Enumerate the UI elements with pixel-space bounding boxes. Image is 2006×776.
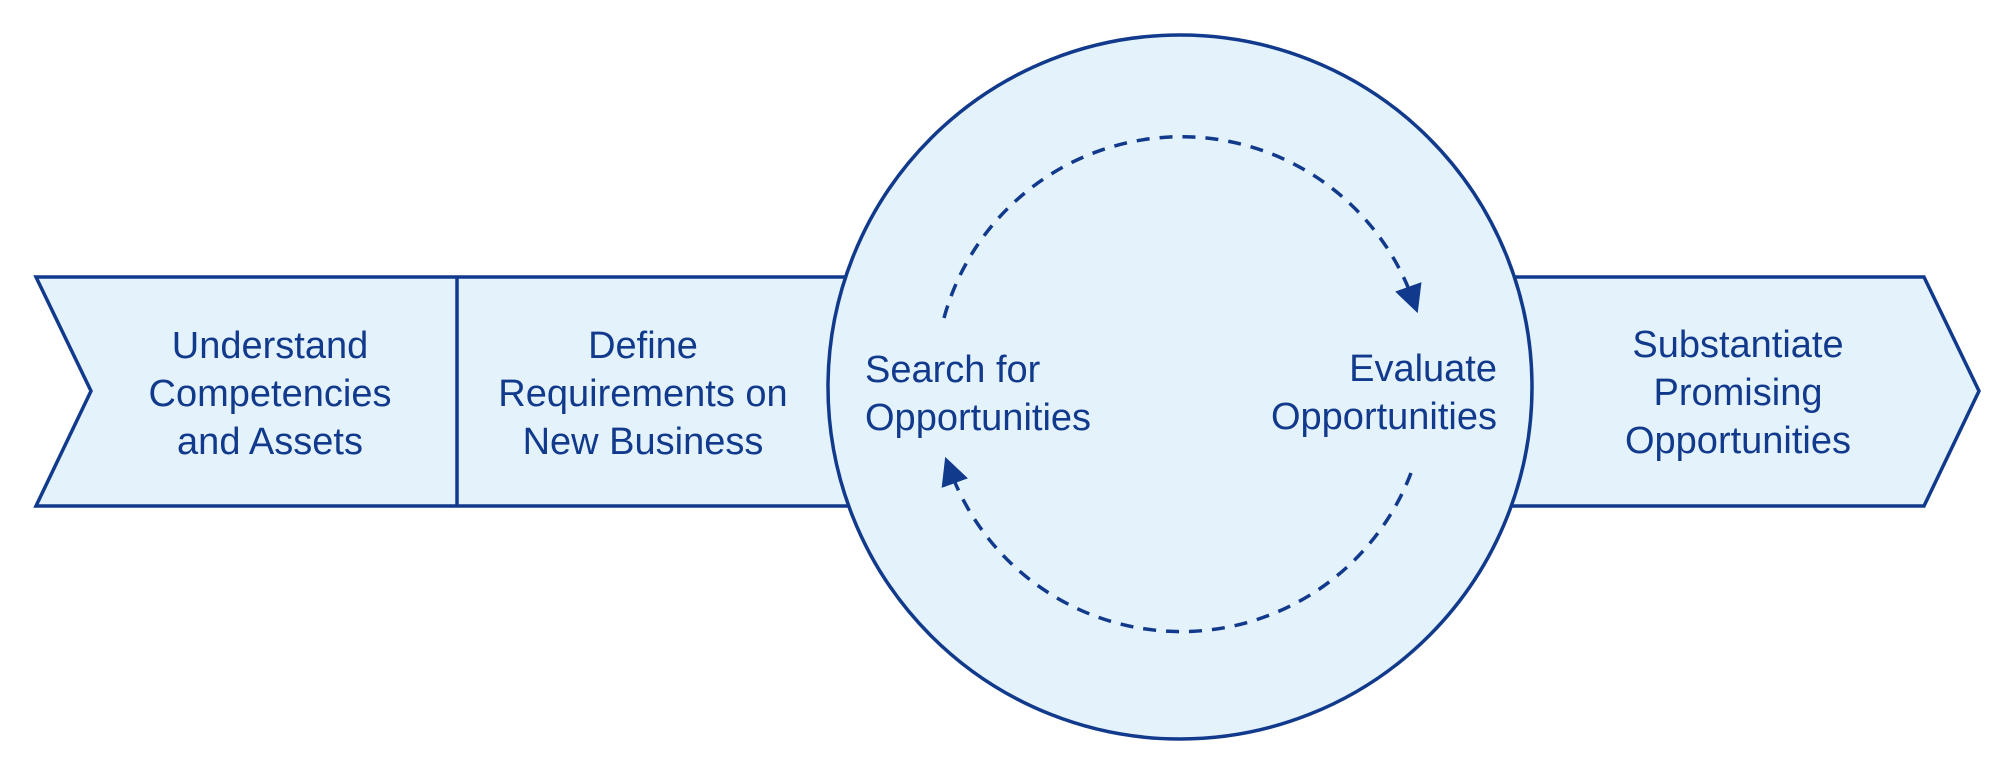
cycle-arrow-top: [942, 135, 1422, 319]
cycle-arrow-bottom: [941, 456, 1413, 634]
cycle-label-search: Search for Opportunities: [865, 349, 1092, 439]
step-label-understand: Understand Competencies and Assets: [148, 325, 392, 463]
step-label-substantiate: Substantiate Promising Opportunities: [1624, 324, 1851, 462]
cycle-label-evaluate: Evaluate Opportunities: [1270, 348, 1497, 438]
left-process-band: [33, 275, 858, 508]
step-label-define: Define Requirements on New Business: [498, 325, 788, 463]
